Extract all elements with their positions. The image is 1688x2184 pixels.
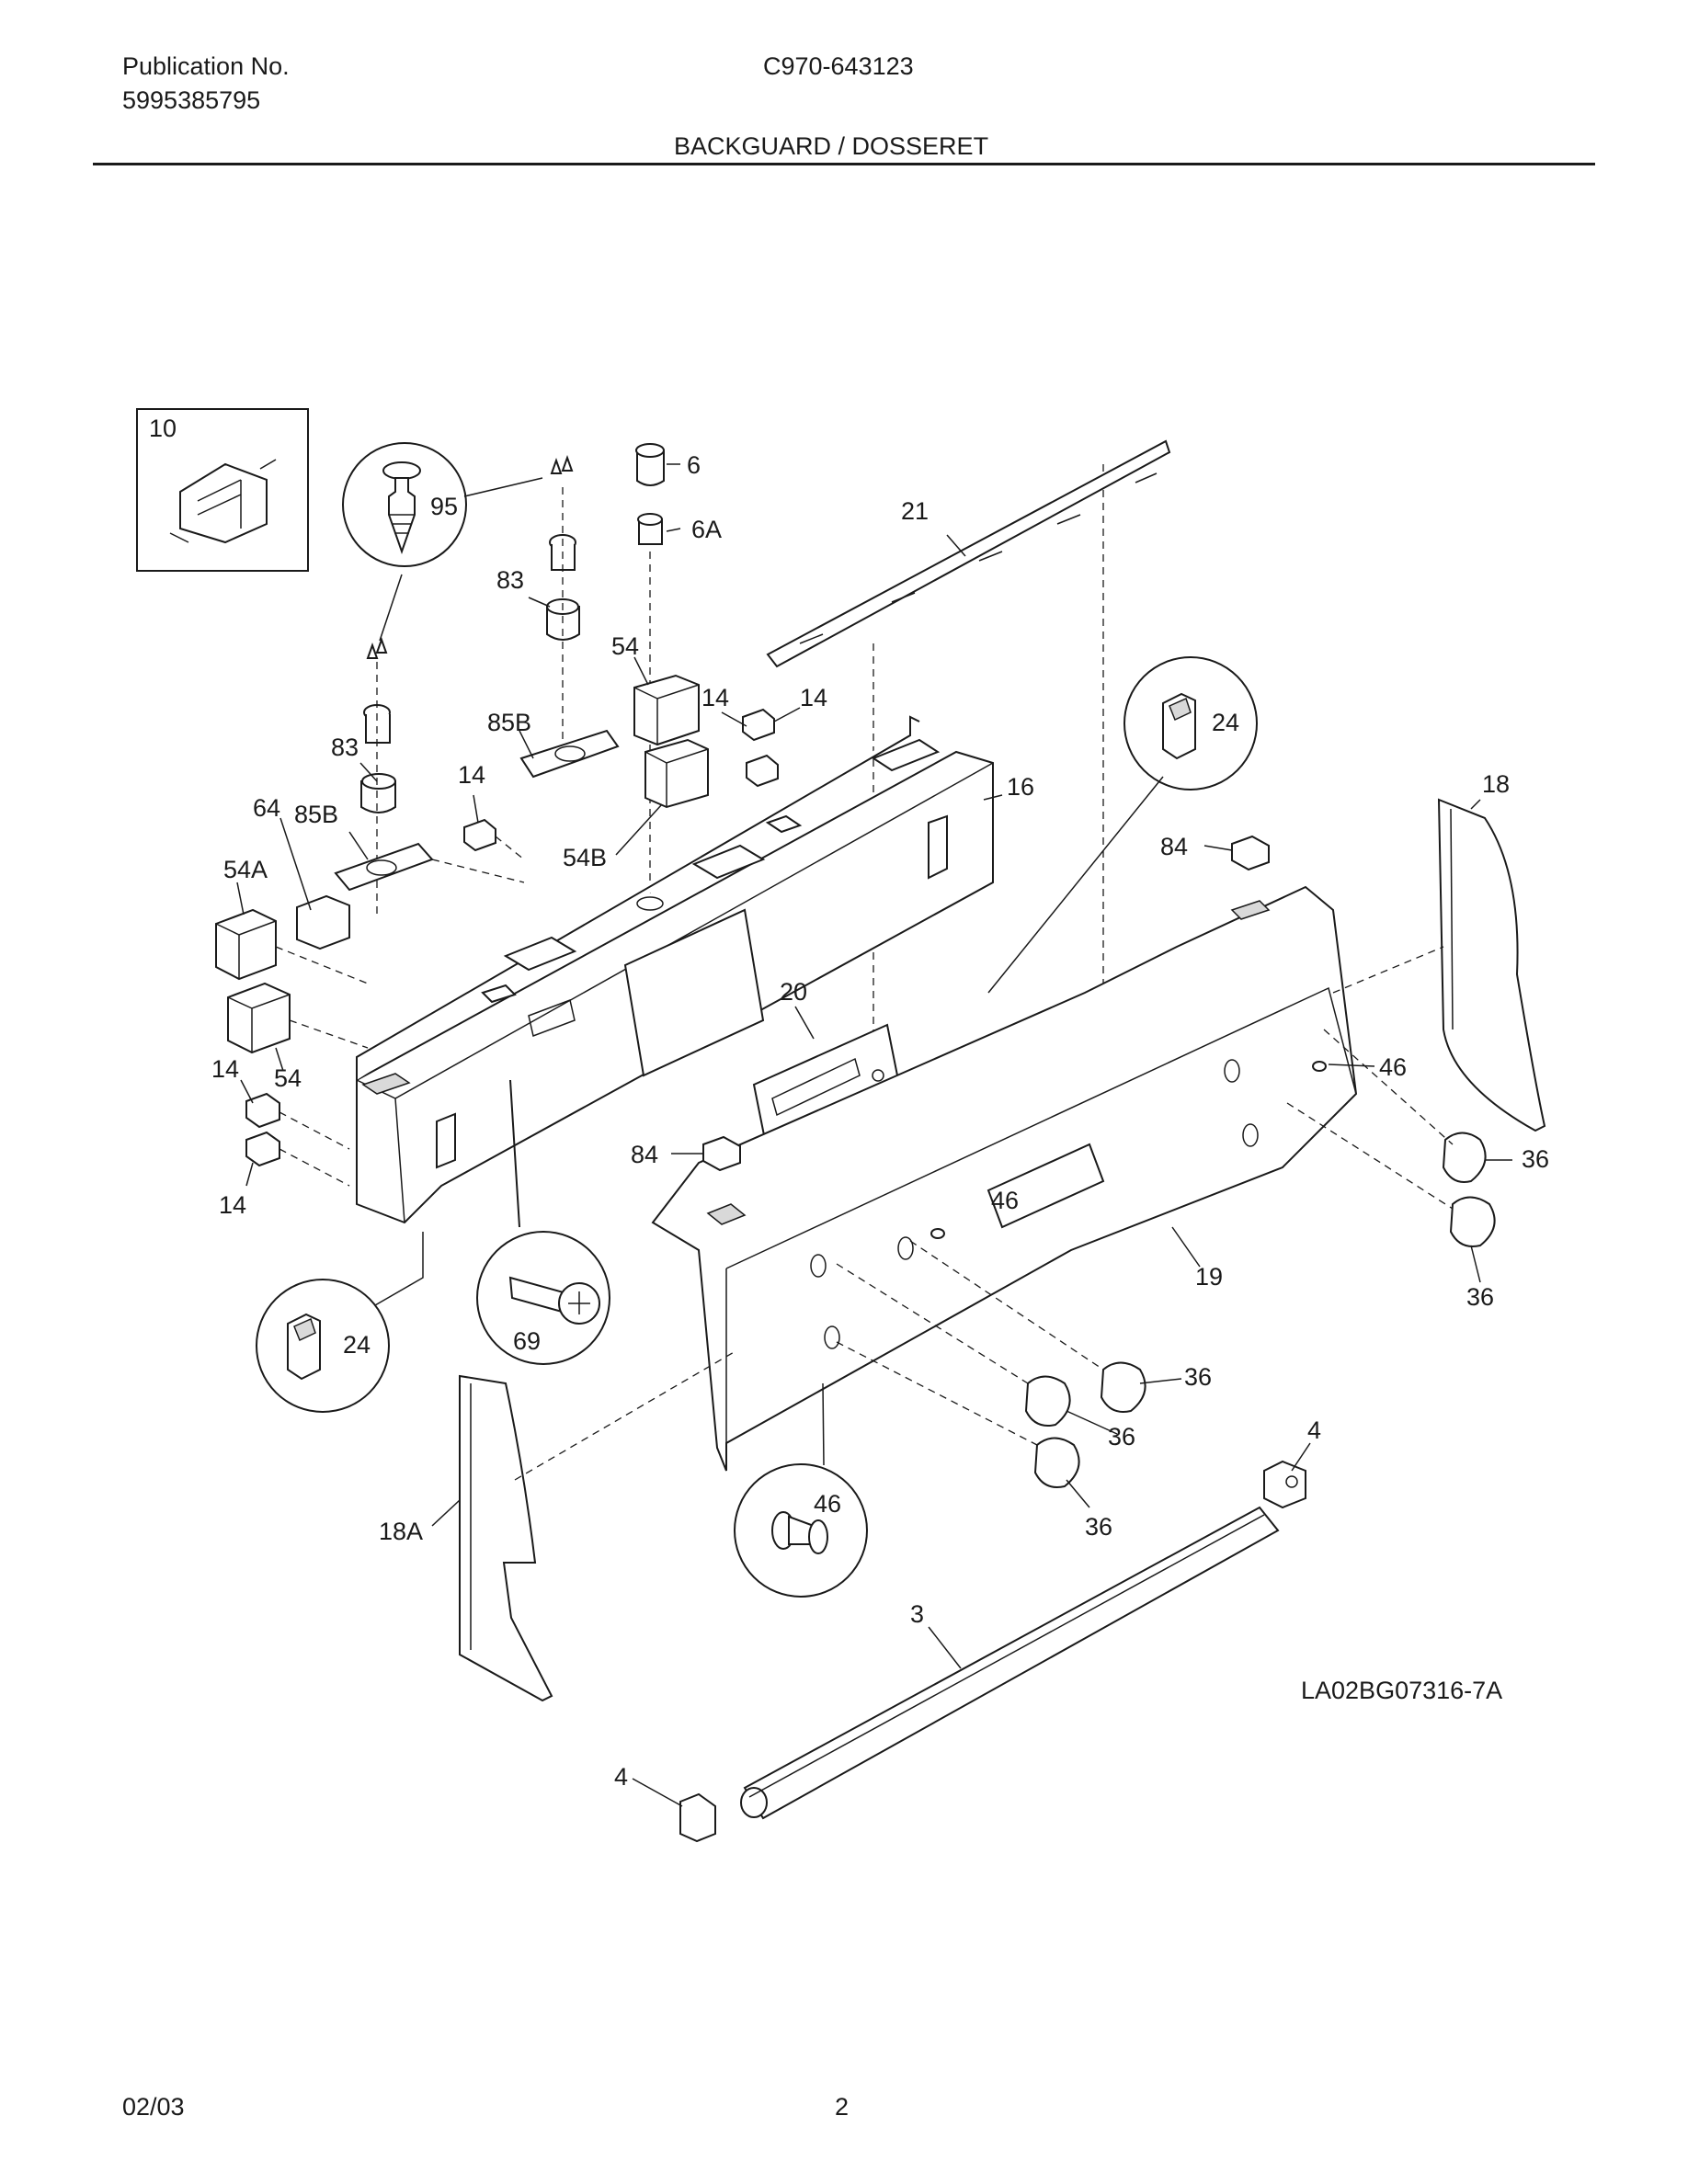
callout-6: 6 xyxy=(687,451,701,479)
callout-circle-95 xyxy=(342,442,467,567)
callout-20: 20 xyxy=(780,978,807,1006)
callout-46-right: 46 xyxy=(1379,1053,1407,1081)
part-36-knobs xyxy=(1024,1132,1496,1488)
callout-6a: 6A xyxy=(691,516,722,543)
part-14-upper xyxy=(463,708,779,852)
callout-4-right: 4 xyxy=(1307,1416,1321,1444)
header-rule xyxy=(93,163,1595,165)
part-18-right-cap xyxy=(1437,798,1546,1132)
callout-54b: 54B xyxy=(563,844,607,871)
callout-85b-upper: 85B xyxy=(487,709,531,736)
part-16-back-plate xyxy=(356,715,994,1224)
part-46-plugs xyxy=(930,1061,1327,1239)
callout-18: 18 xyxy=(1482,770,1510,798)
diagram-code: LA02BG07316-7A xyxy=(1301,1677,1502,1704)
callout-16: 16 xyxy=(1007,773,1034,801)
part-85b-brackets xyxy=(334,729,620,892)
callout-10: 10 xyxy=(149,415,177,442)
callout-36-right-lower: 36 xyxy=(1466,1283,1494,1311)
leader-lines xyxy=(236,463,1512,1807)
callout-18a: 18A xyxy=(379,1518,423,1545)
callout-95: 95 xyxy=(430,493,458,520)
part-3-rod xyxy=(740,1506,1280,1820)
callout-circle-69 xyxy=(476,1231,610,1365)
footer-page-number: 2 xyxy=(835,2093,850,2121)
part-54-switches xyxy=(633,674,709,809)
callout-14-upper-right: 14 xyxy=(800,684,827,711)
callout-3: 3 xyxy=(910,1600,924,1628)
callout-36-right-upper: 36 xyxy=(1522,1145,1549,1173)
callout-64: 64 xyxy=(253,794,280,822)
callout-83-upper: 83 xyxy=(496,566,524,594)
callout-85b-lower: 85B xyxy=(294,801,338,828)
section-title: BACKGUARD / DOSSERET xyxy=(674,132,989,160)
footer-date: 02/03 xyxy=(122,2093,185,2121)
publication-label: Publication No. xyxy=(122,52,290,80)
callout-circle-46 xyxy=(734,1463,868,1598)
callout-83-lower: 83 xyxy=(331,734,359,761)
callout-14-left-upper: 14 xyxy=(211,1055,239,1083)
callout-36-lower: 36 xyxy=(1085,1513,1112,1541)
part-18a-left-cap xyxy=(459,1374,553,1702)
callout-14-mid: 14 xyxy=(458,761,485,789)
screws-95 xyxy=(366,455,574,659)
part-10-inset xyxy=(136,408,309,572)
callout-21: 21 xyxy=(901,497,929,525)
callout-19: 19 xyxy=(1195,1263,1223,1291)
part-84-clips xyxy=(702,835,1270,1172)
callout-54a: 54A xyxy=(223,856,268,883)
callout-24-upper: 24 xyxy=(1212,709,1239,736)
publication-number: 5995385795 xyxy=(122,86,261,114)
callout-46-panel: 46 xyxy=(991,1187,1019,1214)
callout-24-lower: 24 xyxy=(343,1331,371,1359)
part-6-6a xyxy=(635,443,665,545)
callout-14-left-lower: 14 xyxy=(219,1191,246,1219)
callout-36-mid: 36 xyxy=(1108,1423,1135,1450)
callout-36-mid-upper: 36 xyxy=(1184,1363,1212,1391)
callout-4-left: 4 xyxy=(614,1763,628,1791)
part-14-lower xyxy=(245,1092,280,1167)
part-19-front-panel xyxy=(651,885,1358,1472)
callout-54-left: 54 xyxy=(274,1064,302,1092)
callout-46-circle: 46 xyxy=(814,1490,841,1518)
callout-14-upper-left: 14 xyxy=(701,684,729,711)
callout-circle-24-lower xyxy=(256,1279,390,1413)
callout-69: 69 xyxy=(513,1327,541,1355)
model-number: C970-643123 xyxy=(763,52,914,80)
callout-84-right: 84 xyxy=(1160,833,1188,860)
part-4-end-caps xyxy=(679,1460,1306,1843)
part-21-trim-strip xyxy=(766,439,1171,668)
part-83-upper xyxy=(360,534,580,813)
part-64-54a-left xyxy=(215,894,350,1054)
callout-labels: 10 95 6 6A 21 83 54 14 14 24 85B 83 14 1… xyxy=(149,415,1549,1791)
callout-84-left: 84 xyxy=(631,1141,658,1168)
callout-54-upper: 54 xyxy=(611,632,639,660)
callout-circle-24-upper xyxy=(1123,656,1258,791)
